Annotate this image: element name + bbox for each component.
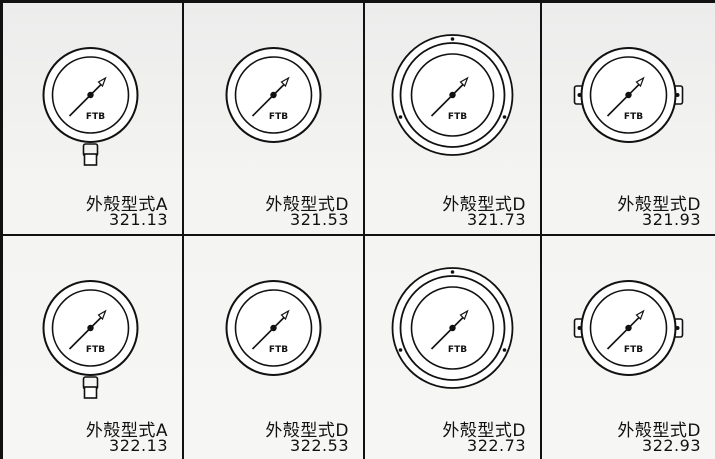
bezel-ring xyxy=(399,275,506,381)
needle-hub xyxy=(270,324,277,332)
connection-nut xyxy=(83,153,98,166)
connection-nut xyxy=(83,386,98,399)
gauge-drawing: FTB xyxy=(225,47,322,143)
needle-hub xyxy=(625,91,632,99)
needle-tip xyxy=(635,309,645,321)
dial-brand-label: FTB xyxy=(448,345,467,355)
model-number: 321.73 xyxy=(467,210,526,229)
case-type-label: 外殻型式D xyxy=(265,195,349,215)
gauge-drawing: FTB xyxy=(225,280,322,376)
lug-hole xyxy=(675,326,680,330)
flange-hole xyxy=(450,270,455,274)
needle xyxy=(606,316,641,350)
flange-hole xyxy=(502,348,507,352)
dial-brand-label: FTB xyxy=(86,345,105,355)
needle xyxy=(430,316,465,350)
needle-hub xyxy=(270,91,277,99)
dial-brand-label: FTB xyxy=(624,112,643,122)
needle-hub xyxy=(449,91,456,99)
flange-hole xyxy=(398,348,403,352)
lug-hole xyxy=(577,326,582,330)
needle xyxy=(430,83,465,117)
needle-hub xyxy=(449,324,456,332)
case-type-label: 外殻型式D xyxy=(617,421,701,441)
row-divider-line xyxy=(0,234,715,236)
left-border-line xyxy=(0,0,3,459)
case-type-label: 外殻型式D xyxy=(442,421,526,441)
needle-hub xyxy=(625,324,632,332)
model-number: 321.53 xyxy=(290,210,349,229)
needle xyxy=(251,83,286,117)
gauge-drawing: FTB xyxy=(391,267,514,389)
model-number: 322.73 xyxy=(467,436,526,455)
model-number: 321.13 xyxy=(109,210,168,229)
column-divider-1 xyxy=(182,0,184,459)
case-type-label: 外殻型式A xyxy=(85,195,168,215)
model-number: 322.53 xyxy=(290,436,349,455)
column-divider-3 xyxy=(540,0,542,459)
lug-hole xyxy=(577,93,582,97)
needle xyxy=(251,316,286,350)
model-number: 322.13 xyxy=(109,436,168,455)
needle-tip xyxy=(280,76,290,88)
needle-tip xyxy=(635,76,645,88)
bezel-ring xyxy=(399,42,506,148)
gauge-drawing: FTB xyxy=(42,280,139,399)
gauge-drawing: FTB xyxy=(42,47,139,166)
needle xyxy=(68,83,103,117)
needle-tip xyxy=(97,76,107,88)
top-border-line xyxy=(0,0,715,3)
flange-hole xyxy=(450,37,455,41)
needle-tip xyxy=(97,309,107,321)
case-type-label: 外殻型式A xyxy=(85,421,168,441)
gauge-drawing: FTB xyxy=(573,280,684,376)
needle xyxy=(606,83,641,117)
case-type-label: 外殻型式D xyxy=(265,421,349,441)
needle xyxy=(68,316,103,350)
gauge-drawing: FTB xyxy=(573,47,684,143)
lug-hole xyxy=(675,93,680,97)
needle-tip xyxy=(280,309,290,321)
model-number: 321.93 xyxy=(642,210,701,229)
column-divider-2 xyxy=(363,0,365,459)
needle-tip xyxy=(459,309,469,321)
case-type-label: 外殻型式D xyxy=(442,195,526,215)
dial-brand-label: FTB xyxy=(269,112,288,122)
dial-brand-label: FTB xyxy=(448,112,467,122)
model-number: 322.93 xyxy=(642,436,701,455)
case-type-label: 外殻型式D xyxy=(617,195,701,215)
needle-tip xyxy=(459,76,469,88)
needle-hub xyxy=(87,324,94,332)
needle-hub xyxy=(87,91,94,99)
dial-brand-label: FTB xyxy=(86,112,105,122)
dial-brand-label: FTB xyxy=(269,345,288,355)
flange-hole xyxy=(398,115,403,119)
dial-brand-label: FTB xyxy=(624,345,643,355)
flange-hole xyxy=(502,115,507,119)
gauge-drawing: FTB xyxy=(391,34,514,156)
